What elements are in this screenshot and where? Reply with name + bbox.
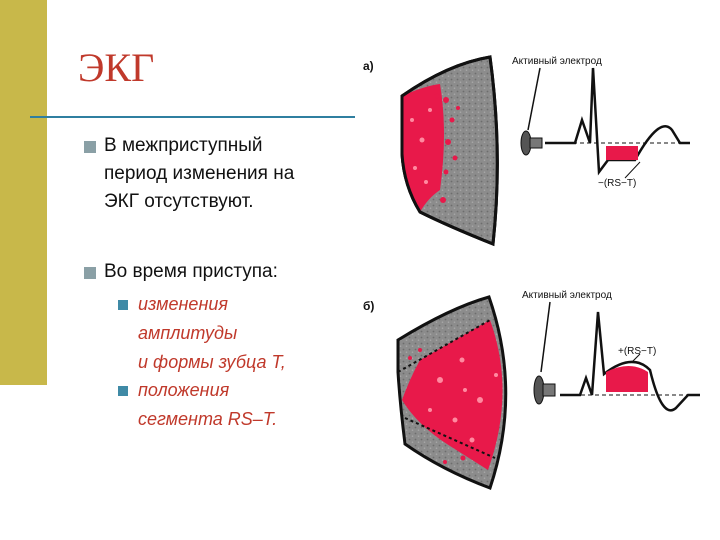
electrode-lead-a — [527, 67, 541, 131]
panel-b-tag: б) — [363, 299, 374, 313]
panel-a-tag: а) — [363, 59, 374, 73]
text-line: положения — [138, 380, 230, 400]
pointer-b — [631, 353, 641, 363]
electrode-icon-a — [520, 130, 543, 156]
bullet-marker — [84, 141, 96, 153]
subbullet-text: положения сегмента RS–T. — [138, 376, 277, 434]
text-line: Во время приступа: — [104, 261, 278, 282]
bullet-text: Во время приступа: — [104, 258, 278, 286]
st-label-b: +(RS−T) — [618, 346, 656, 357]
title-underline — [30, 116, 355, 118]
decorative-vertical-line — [47, 0, 50, 385]
text-line: сегмента RS–T. — [138, 409, 278, 429]
text-line: ЭКГ отсутствуют. — [104, 191, 254, 212]
pointer-a — [624, 161, 641, 179]
st-label-a: −(RS−T) — [598, 178, 636, 189]
heart-wall-section-a — [400, 55, 499, 247]
text-line: изменения — [138, 294, 228, 314]
electrode-label-b: Активный электрод — [522, 290, 612, 301]
ecg-trace-a — [545, 67, 690, 176]
ecg-trace-b — [560, 311, 700, 412]
st-depression-area-a — [606, 146, 638, 160]
decorative-side-bar — [0, 0, 47, 385]
text-line: амплитуды — [138, 323, 238, 343]
text-line: период изменения на — [104, 163, 295, 184]
text-line: и формы зубца T, — [138, 352, 286, 372]
subbullet-marker — [118, 386, 128, 396]
electrode-label-a: Активный электрод — [512, 56, 602, 67]
heart-wall-section-b — [396, 295, 508, 490]
bullet-marker — [84, 267, 96, 279]
bullet-text: В межприступный период изменения на ЭКГ … — [104, 132, 294, 216]
electrode-icon-b — [533, 375, 556, 405]
subbullet-marker — [118, 300, 128, 310]
subbullet-text: изменения амплитуды и формы зубца T, — [138, 290, 286, 377]
text-line: В межприступный — [104, 135, 263, 156]
electrode-lead-b — [540, 301, 551, 373]
slide-title: ЭКГ — [78, 45, 155, 90]
st-elevation-area-b — [606, 366, 648, 392]
